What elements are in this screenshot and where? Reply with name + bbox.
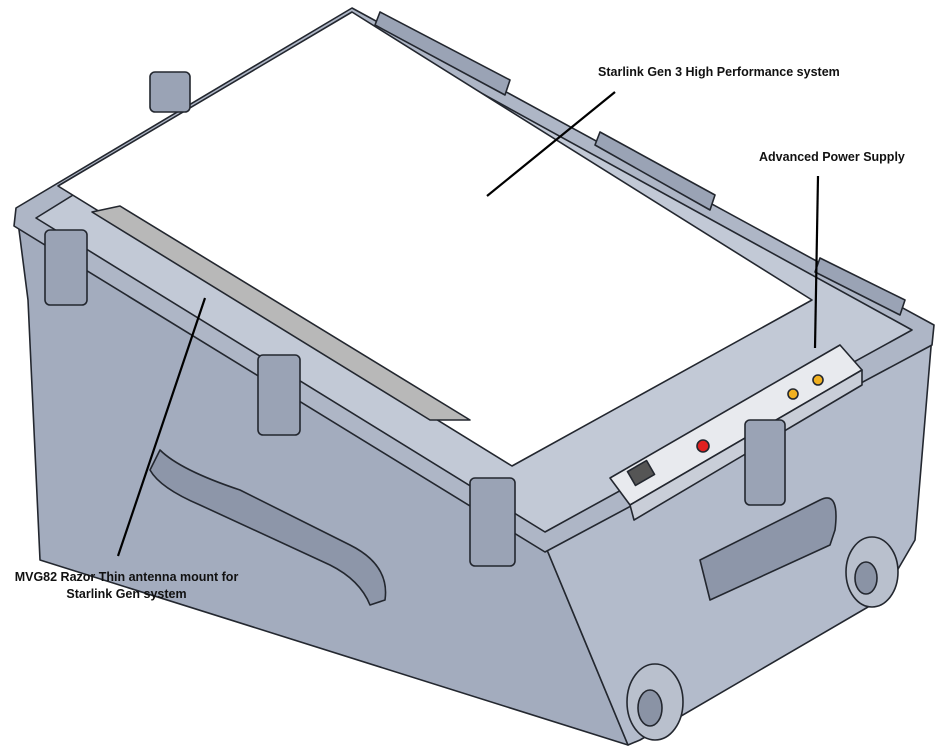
latches — [44, 71, 786, 567]
label-antenna-mount: MVG82 Razor Thin antenna mount for Starl… — [4, 569, 249, 603]
label-antenna-mount-line1: MVG82 Razor Thin antenna mount for — [14, 570, 239, 584]
side-handle — [149, 449, 387, 606]
label-power-supply: Advanced Power Supply — [759, 150, 905, 164]
leader-line-starlink — [486, 91, 616, 197]
wheel-hub — [637, 689, 663, 727]
latch — [149, 71, 191, 113]
latch — [257, 354, 301, 436]
label-antenna-mount-line2: Starlink Gen system — [66, 587, 187, 601]
hinges — [374, 11, 906, 316]
power-indicator-red — [696, 439, 710, 453]
power-connector — [626, 459, 656, 487]
wheel-hub — [854, 561, 878, 595]
antenna-mount-strip — [91, 205, 471, 421]
power-indicator-yellow-2 — [812, 374, 824, 386]
front-handle — [699, 497, 837, 601]
leader-line-power-supply — [813, 175, 820, 349]
leader-line-mount — [116, 297, 207, 557]
power-indicator-yellow-1 — [787, 388, 799, 400]
hinge — [374, 11, 511, 96]
starlink-panel — [57, 11, 813, 467]
hinge — [594, 131, 716, 211]
latch — [44, 229, 88, 306]
label-starlink-system: Starlink Gen 3 High Performance system — [598, 65, 840, 79]
latch — [469, 477, 516, 567]
latch — [744, 419, 786, 506]
